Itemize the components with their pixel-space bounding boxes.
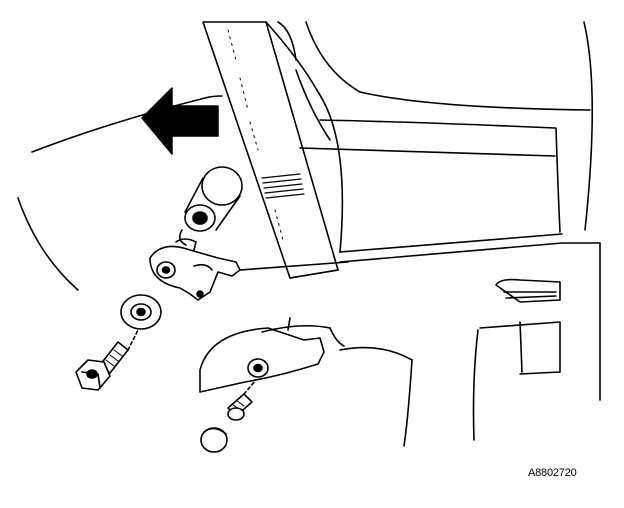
anchor-bolt-sleeve	[178, 166, 243, 246]
seat-belt-webbing	[202, 21, 339, 279]
body-outline	[17, 97, 206, 291]
figure-code: A8802720	[528, 467, 577, 479]
cover-screw	[227, 379, 257, 421]
arrow-left-icon	[141, 87, 219, 155]
pillar-structure	[265, 21, 601, 441]
seat-belt-anchor-plate	[149, 238, 349, 301]
washer	[120, 294, 162, 330]
leader-line	[204, 95, 223, 99]
anchor-trim-cover	[199, 317, 413, 447]
cover-cap	[200, 427, 228, 453]
anchor-bolt	[75, 329, 139, 391]
